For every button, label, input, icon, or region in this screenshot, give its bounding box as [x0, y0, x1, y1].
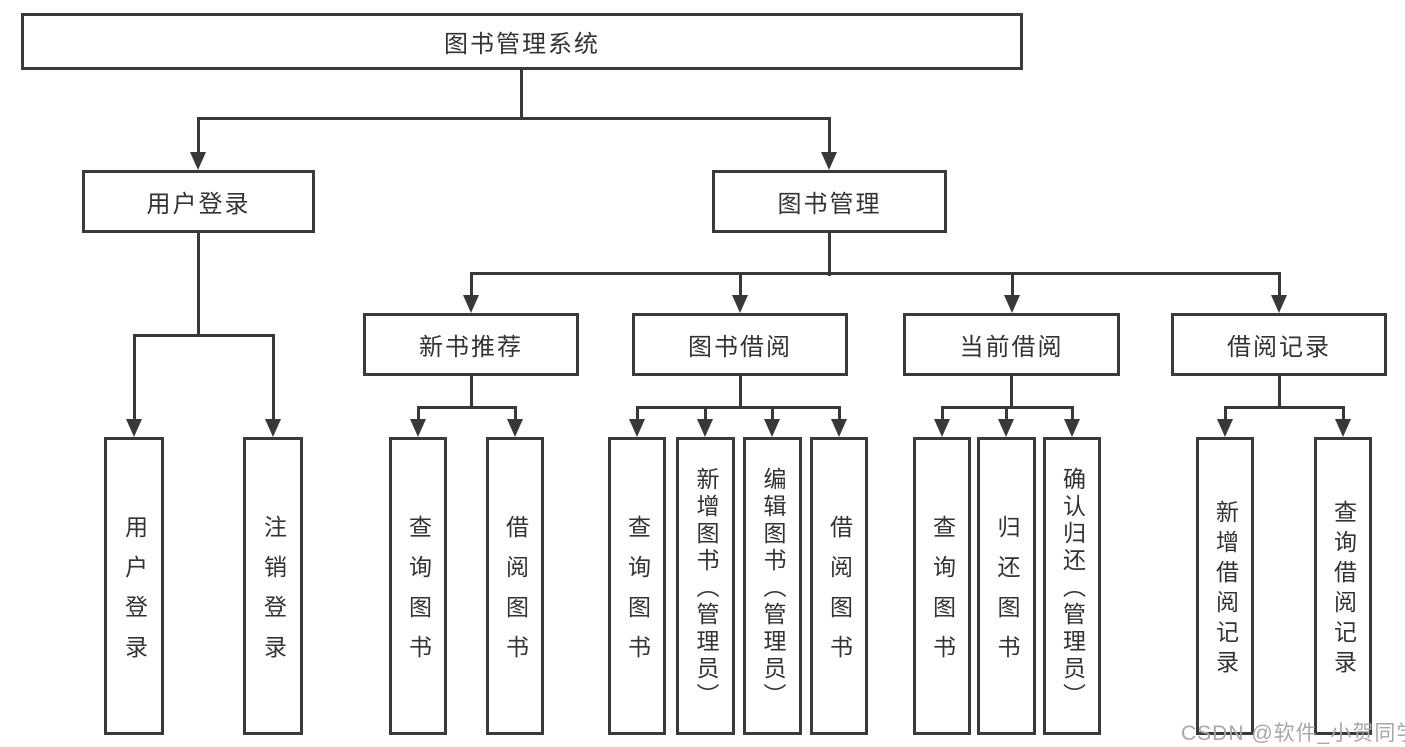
connector-leaf-stem — [1342, 406, 1345, 421]
arrow-down-icon — [1064, 419, 1080, 437]
leaf-query-book-2-label: 查询图书 — [624, 514, 651, 675]
leaf-edit-book-admin: 编辑图书（管理员） — [743, 437, 802, 735]
leaf-add-book-admin-label: 新增图书（管理员） — [693, 466, 719, 710]
connector-borrow-records-bar — [1224, 406, 1344, 409]
leaf-add-borrow-record: 新增借阅记录 — [1196, 437, 1254, 735]
connector-level1-bar — [197, 117, 831, 120]
node-book-borrow-label: 图书借阅 — [688, 334, 792, 361]
arrow-down-icon — [190, 152, 206, 170]
node-book-management-label: 图书管理 — [777, 191, 882, 218]
node-book-management: 图书管理 — [712, 170, 947, 233]
arrow-down-icon — [821, 152, 837, 170]
connector-book-borrow-stem — [739, 272, 742, 297]
arrow-down-icon — [831, 419, 847, 437]
csdn-watermark: CSDN @软件_小贺同学 — [1181, 722, 1405, 745]
connector-borrow-records-stem — [1278, 272, 1281, 297]
connector-user-login-bar — [133, 334, 275, 337]
node-user-login: 用户登录 — [82, 170, 315, 233]
leaf-logout-label: 注销登录 — [260, 514, 287, 675]
connector-leaf-stem — [514, 406, 517, 421]
connector-leaf-user-login-stem — [133, 334, 136, 421]
leaf-return-book: 归还图书 — [977, 437, 1036, 735]
arrow-down-icon — [1004, 295, 1020, 313]
connector-root-stem — [520, 69, 523, 120]
arrow-down-icon — [934, 419, 950, 437]
arrow-down-icon — [126, 419, 142, 437]
leaf-user-login-label: 用户登录 — [121, 514, 148, 675]
leaf-borrow-book-2: 借阅图书 — [810, 437, 868, 735]
node-new-book-recommend: 新书推荐 — [363, 313, 579, 376]
connector-current-borrow-down — [1010, 376, 1013, 409]
node-library-system-label: 图书管理系统 — [444, 31, 600, 58]
connector-current-borrow-stem — [1011, 272, 1014, 297]
node-library-system: 图书管理系统 — [21, 13, 1023, 70]
arrow-down-icon — [265, 419, 281, 437]
connector-new-book-stem — [470, 272, 473, 297]
arrow-down-icon — [998, 419, 1014, 437]
node-current-borrow: 当前借阅 — [903, 313, 1120, 376]
connector-borrow-records-down — [1278, 376, 1281, 409]
leaf-confirm-return-admin: 确认归还（管理员） — [1043, 437, 1101, 735]
connector-leaf-stem — [1224, 406, 1227, 421]
leaf-borrow-book-1-label: 借阅图书 — [502, 514, 529, 675]
leaf-confirm-return-admin-label: 确认归还（管理员） — [1059, 466, 1086, 710]
connector-leaf-stem — [1005, 406, 1008, 421]
leaf-query-book-2: 查询图书 — [608, 437, 666, 735]
node-borrow-records: 借阅记录 — [1171, 313, 1387, 376]
connector-leaf-stem — [704, 406, 707, 421]
arrow-down-icon — [732, 295, 748, 313]
leaf-borrow-book-1: 借阅图书 — [486, 437, 544, 735]
leaf-add-book-admin: 新增图书（管理员） — [676, 437, 735, 735]
arrow-down-icon — [1335, 419, 1351, 437]
leaf-query-book-1: 查询图书 — [389, 437, 447, 735]
connector-leaf-stem — [941, 406, 944, 421]
leaf-query-borrow-record: 查询借阅记录 — [1314, 437, 1372, 735]
leaf-logout: 注销登录 — [243, 437, 303, 735]
arrow-down-icon — [463, 295, 479, 313]
node-book-borrow: 图书借阅 — [632, 313, 848, 376]
leaf-query-book-1-label: 查询图书 — [405, 514, 432, 675]
arrow-down-icon — [507, 419, 523, 437]
arrow-down-icon — [629, 419, 645, 437]
node-user-login-label: 用户登录 — [146, 191, 251, 218]
leaf-edit-book-admin-label: 编辑图书（管理员） — [760, 466, 786, 710]
connector-new-book-bar — [417, 406, 517, 409]
node-borrow-records-label: 借阅记录 — [1227, 334, 1331, 361]
arrow-down-icon — [764, 419, 780, 437]
arrow-down-icon — [1271, 295, 1287, 313]
connector-book-borrow-down — [739, 376, 742, 409]
node-new-book-recommend-label: 新书推荐 — [419, 334, 523, 361]
leaf-borrow-book-2-label: 借阅图书 — [826, 514, 853, 675]
leaf-query-book-3-label: 查询图书 — [929, 514, 956, 675]
connector-leaf-stem — [1071, 406, 1074, 421]
connector-book-borrow-bar — [636, 406, 840, 409]
connector-level2-bar — [470, 272, 1280, 275]
arrow-down-icon — [1217, 419, 1233, 437]
connector-user-login-down — [197, 233, 200, 337]
leaf-user-login: 用户登录 — [104, 437, 164, 735]
connector-leaf-stem — [838, 406, 841, 421]
connector-user-login-stem — [197, 117, 200, 155]
node-current-borrow-label: 当前借阅 — [959, 334, 1064, 361]
connector-leaf-logout-stem — [272, 334, 275, 421]
connector-leaf-stem — [636, 406, 639, 421]
connector-leaf-stem — [771, 406, 774, 421]
leaf-return-book-label: 归还图书 — [994, 514, 1020, 675]
leaf-query-book-3: 查询图书 — [913, 437, 971, 735]
connector-book-management-stem — [828, 117, 831, 155]
connector-book-management-down — [828, 233, 831, 276]
connector-leaf-stem — [417, 406, 420, 421]
leaf-query-borrow-record-label: 查询借阅记录 — [1330, 499, 1357, 680]
connector-new-book-down — [470, 376, 473, 409]
arrow-down-icon — [410, 419, 426, 437]
leaf-add-borrow-record-label: 新增借阅记录 — [1212, 499, 1239, 680]
arrow-down-icon — [697, 419, 713, 437]
